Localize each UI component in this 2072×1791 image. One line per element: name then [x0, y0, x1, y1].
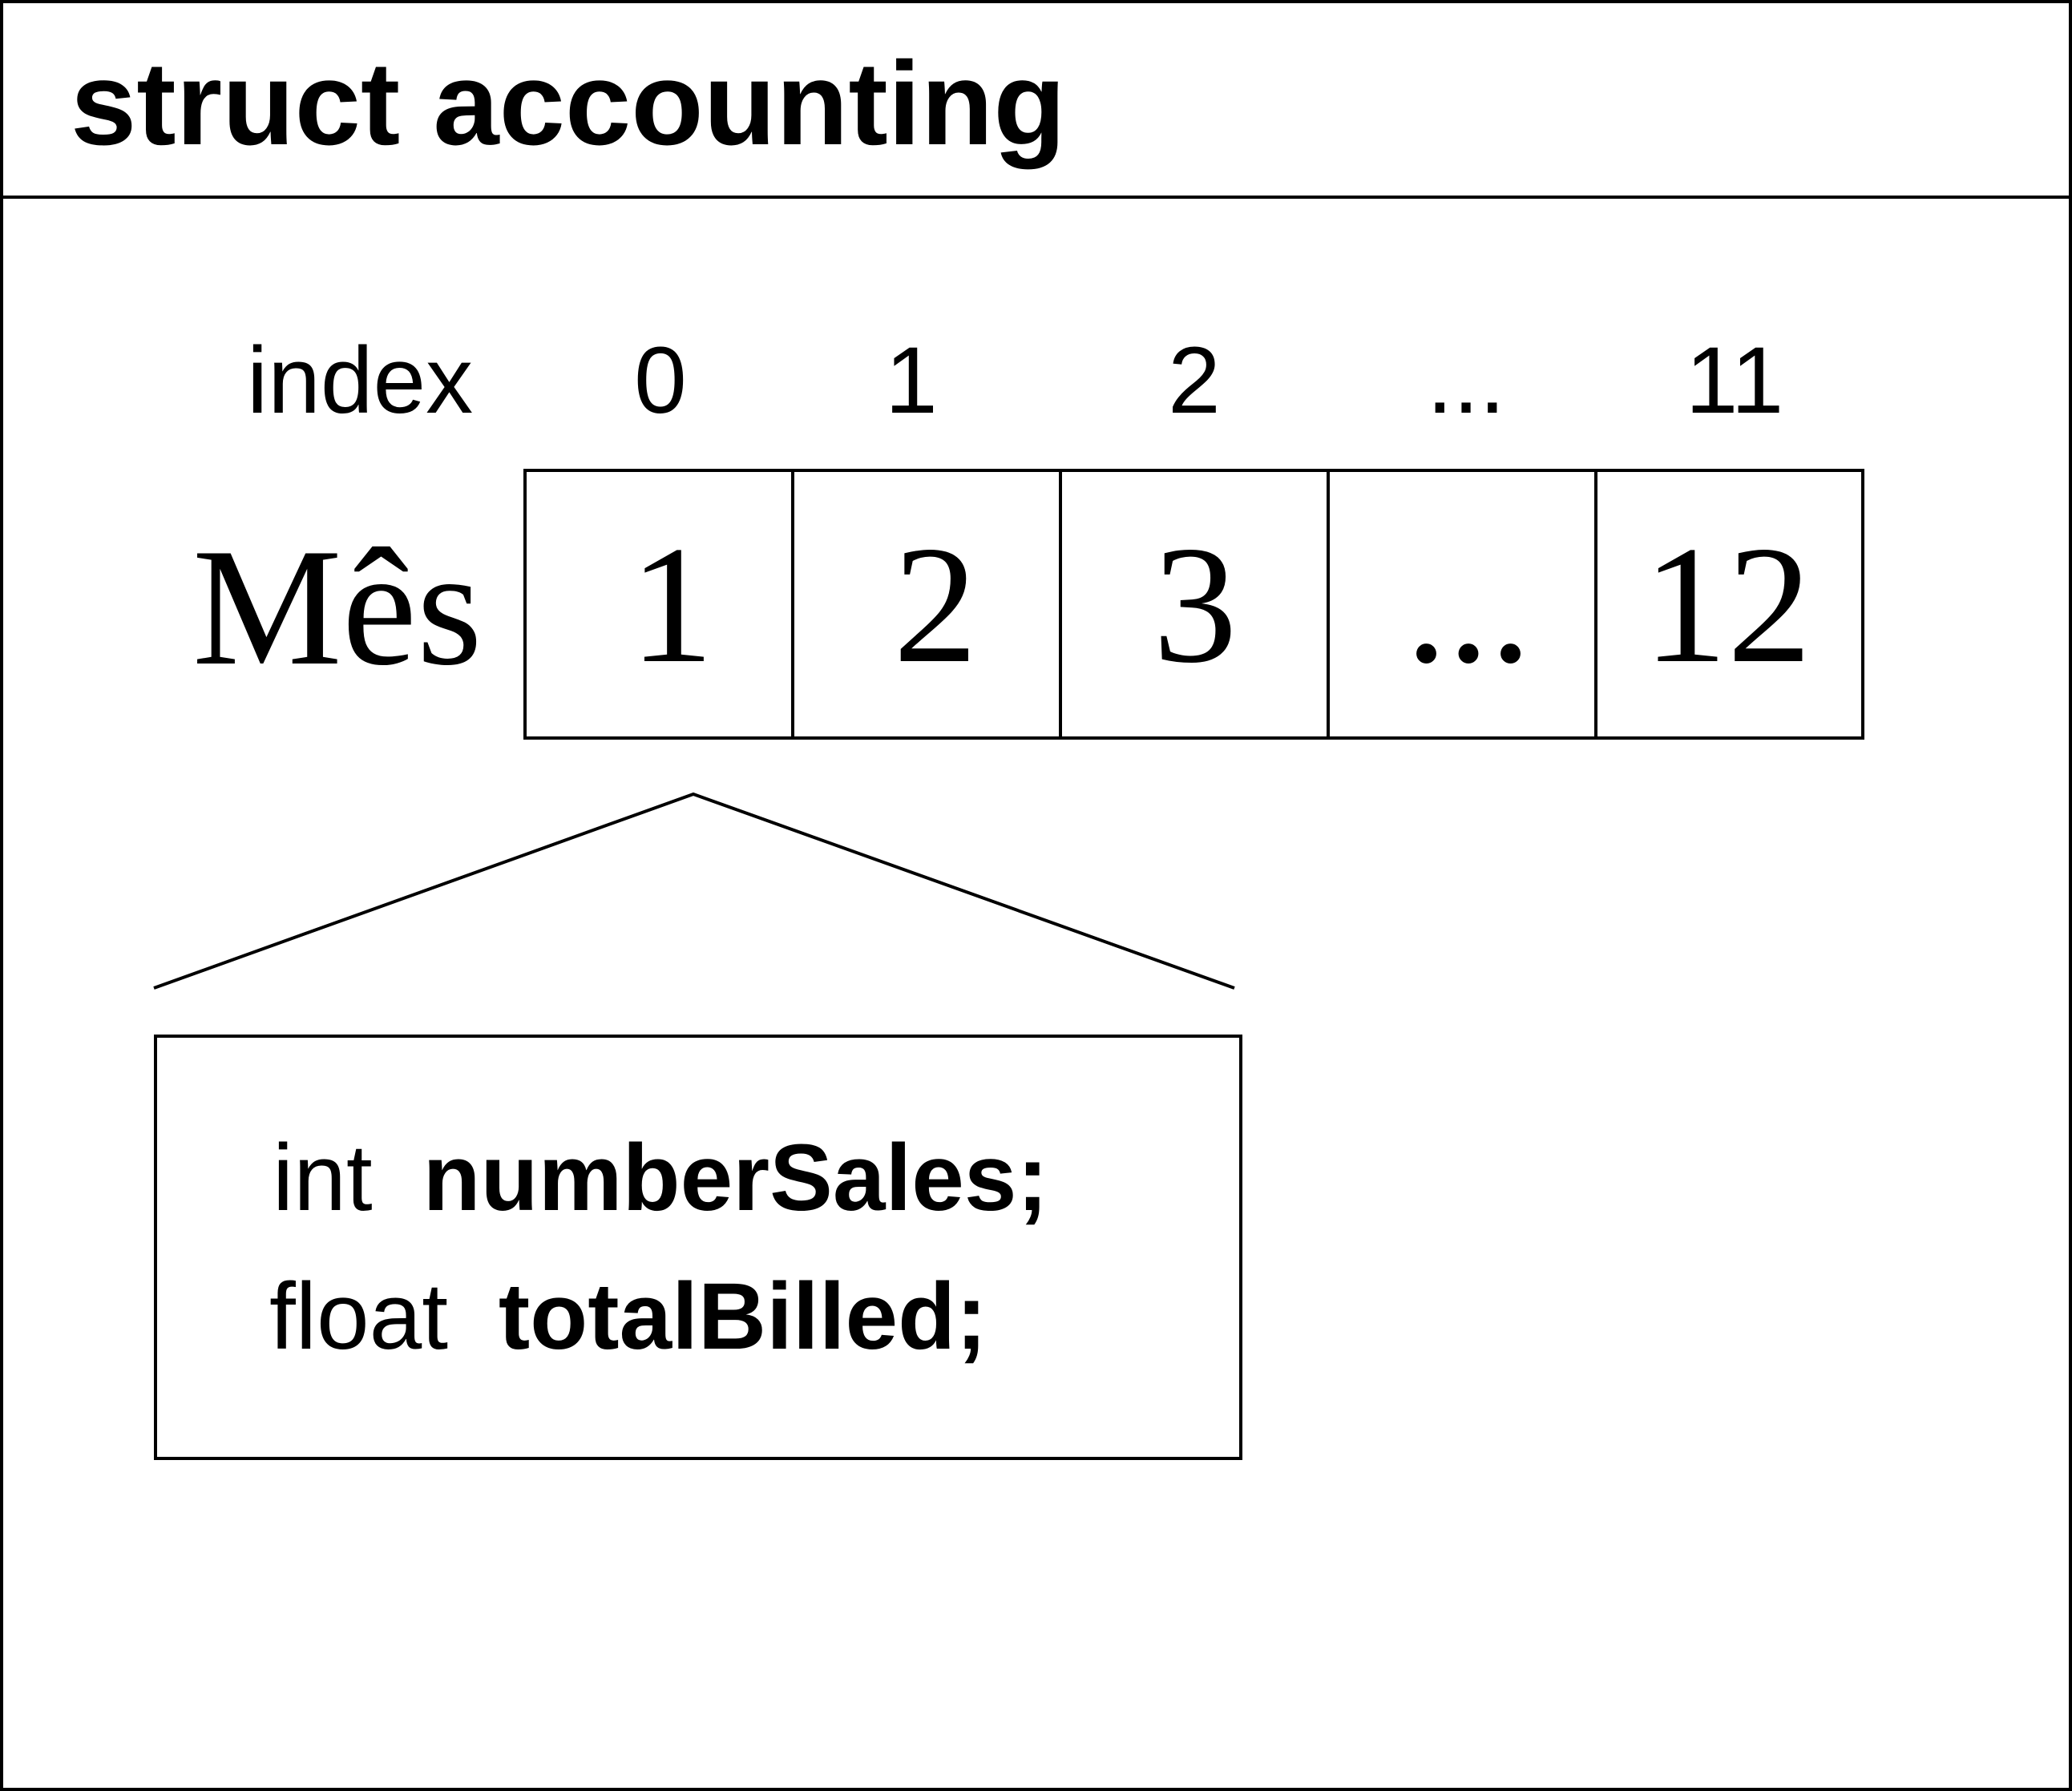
array-value: 1 — [630, 512, 714, 698]
element-detail-box — [154, 1035, 1242, 1460]
expansion-bracket — [153, 792, 1235, 990]
field-total-billed: float totalBilled; — [269, 1264, 988, 1369]
array-cell — [1594, 469, 1864, 740]
index-row: 0 1 2 ... 11 — [634, 328, 1783, 434]
index-number: 2 — [1168, 328, 1221, 434]
index-number: 1 — [885, 328, 938, 434]
array-value: 3 — [1153, 512, 1238, 698]
index-number: 0 — [634, 328, 687, 434]
field-name: totalBilled; — [499, 1264, 988, 1369]
field-number-sales: int numberSales; — [273, 1125, 1048, 1231]
array-values: 1 2 3 ... 12 — [630, 512, 1812, 698]
array-value: ... — [1405, 512, 1532, 698]
field-name: numberSales; — [422, 1125, 1048, 1231]
index-label: index — [247, 328, 473, 434]
index-number: ... — [1427, 328, 1505, 434]
struct-title: struct accounting — [71, 38, 1066, 170]
field-type: float — [269, 1264, 448, 1369]
array-name: Mês — [192, 514, 483, 700]
array-value: 2 — [894, 512, 978, 698]
array-value: 12 — [1643, 512, 1811, 698]
field-type: int — [273, 1125, 373, 1231]
index-number: 11 — [1686, 328, 1784, 434]
array-cells — [523, 469, 1864, 740]
